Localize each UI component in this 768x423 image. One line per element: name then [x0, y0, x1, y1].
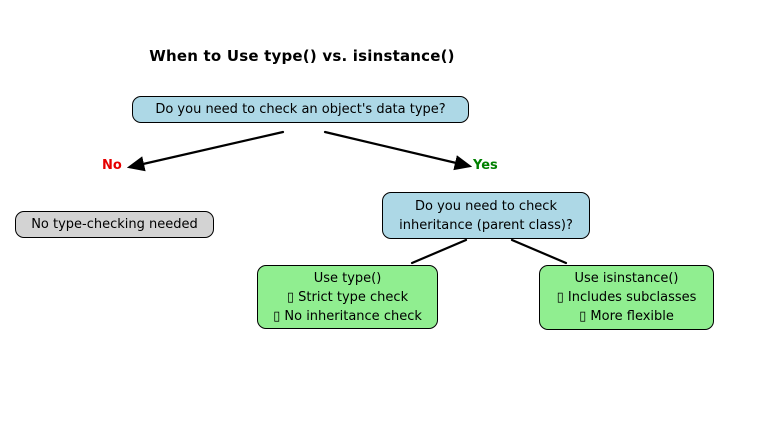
edge-no-arrow — [126, 130, 285, 172]
use-isinstance-heading: Use isinstance() — [574, 271, 679, 286]
use-type-point1: ▯ Strict type check — [286, 289, 409, 305]
edge-label-yes: Yes — [473, 158, 498, 173]
node-inheritance-question: Do you need to check inheritance (parent… — [382, 192, 590, 239]
edge-label-no: No — [102, 158, 122, 173]
node-use-type: Use type() ▯ Strict type check ▯ No inhe… — [257, 265, 438, 329]
chart-title: When to Use type() vs. isinstance() — [149, 47, 455, 65]
node-root-question: Do you need to check an object's data ty… — [132, 96, 469, 123]
use-type-point2: ▯ No inheritance check — [273, 308, 422, 324]
inheritance-question-line2: inheritance (parent class)? — [399, 217, 573, 233]
node-use-isinstance: Use isinstance() ▯ Includes subclasses ▯… — [539, 265, 714, 330]
use-isinstance-point1: ▯ Includes subclasses — [556, 290, 697, 305]
use-type-heading: Use type() — [313, 270, 382, 286]
edge-yes-arrow — [323, 130, 473, 171]
root-question-text: Do you need to check an object's data ty… — [155, 102, 446, 117]
use-isinstance-point2: ▯ More flexible — [579, 309, 674, 324]
node-no-result: No type-checking needed — [15, 211, 214, 238]
no-result-text: No type-checking needed — [31, 217, 198, 232]
edge-to-use-type — [410, 238, 468, 265]
edge-to-use-isinstance — [510, 238, 568, 265]
inheritance-question-line1: Do you need to check — [415, 198, 557, 214]
